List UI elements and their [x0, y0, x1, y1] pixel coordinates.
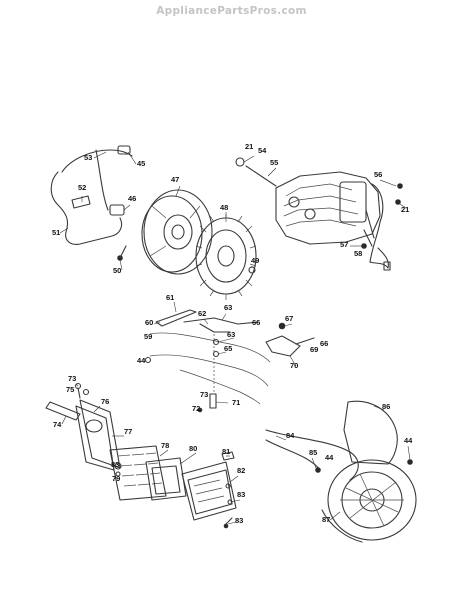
callout-51: 51 — [52, 228, 60, 237]
callout-81: 81 — [222, 447, 230, 456]
callout-49: 49 — [251, 256, 259, 265]
callout-21: 21 — [401, 205, 409, 214]
callout-58: 58 — [354, 249, 362, 258]
callout-55: 55 — [270, 158, 278, 167]
callout-45: 45 — [137, 159, 145, 168]
callout-44: 44 — [137, 356, 146, 365]
callout-74: 74 — [53, 420, 62, 429]
callout-44: 44 — [325, 453, 334, 462]
callout-87: 87 — [322, 515, 330, 524]
callout-63: 63 — [227, 330, 235, 339]
callout-44: 44 — [404, 436, 413, 445]
ignition-wire-harness — [50, 145, 133, 261]
callout-82: 82 — [237, 466, 245, 475]
callout-84: 84 — [286, 431, 295, 440]
callout-53: 53 — [84, 153, 92, 162]
callout-69: 69 — [310, 345, 318, 354]
callout-80: 80 — [189, 444, 197, 453]
callout-54: 54 — [258, 146, 267, 155]
callout-73: 73 — [200, 390, 208, 399]
callout-77: 77 — [124, 427, 132, 436]
callout-60: 60 — [145, 318, 153, 327]
callout-50: 50 — [113, 266, 121, 275]
callout-61: 61 — [166, 293, 174, 302]
flywheel — [141, 189, 213, 275]
callout-76: 76 — [101, 397, 109, 406]
callout-83: 83 — [111, 460, 119, 469]
callout-21: 21 — [245, 142, 253, 151]
callout-48: 48 — [220, 203, 228, 212]
watermark-text: AppliancePartsPros.com — [156, 5, 307, 17]
callout-83: 83 — [235, 516, 243, 525]
callout-66: 66 — [320, 339, 328, 348]
callout-63: 63 — [224, 303, 232, 312]
engine-block — [235, 157, 403, 271]
callout-78: 78 — [161, 441, 169, 450]
callout-79: 79 — [112, 474, 120, 483]
callout-52: 52 — [78, 183, 86, 192]
callout-86: 86 — [382, 402, 390, 411]
callout-46: 46 — [128, 194, 136, 203]
callout-75: 75 — [66, 385, 74, 394]
air-cleaner-assembly — [45, 382, 187, 501]
callout-73: 73 — [68, 374, 76, 383]
callout-57: 57 — [340, 240, 348, 249]
callout-59: 59 — [144, 332, 152, 341]
callout-56: 56 — [374, 170, 382, 179]
callout-65: 65 — [224, 344, 232, 353]
muffler — [181, 451, 237, 529]
callout-leaders — [59, 151, 411, 525]
callout-72: 72 — [192, 404, 200, 413]
callout-71: 71 — [232, 398, 240, 407]
blower-housing — [265, 400, 417, 543]
cooling-fan — [195, 212, 257, 300]
callout-62: 62 — [198, 309, 206, 318]
callout-83: 83 — [237, 490, 245, 499]
callout-47: 47 — [171, 175, 179, 184]
callout-85: 85 — [309, 448, 317, 457]
governor-linkage — [144, 309, 315, 413]
callout-70: 70 — [290, 361, 298, 370]
callout-67: 67 — [285, 314, 293, 323]
callout-66: 66 — [252, 318, 260, 327]
